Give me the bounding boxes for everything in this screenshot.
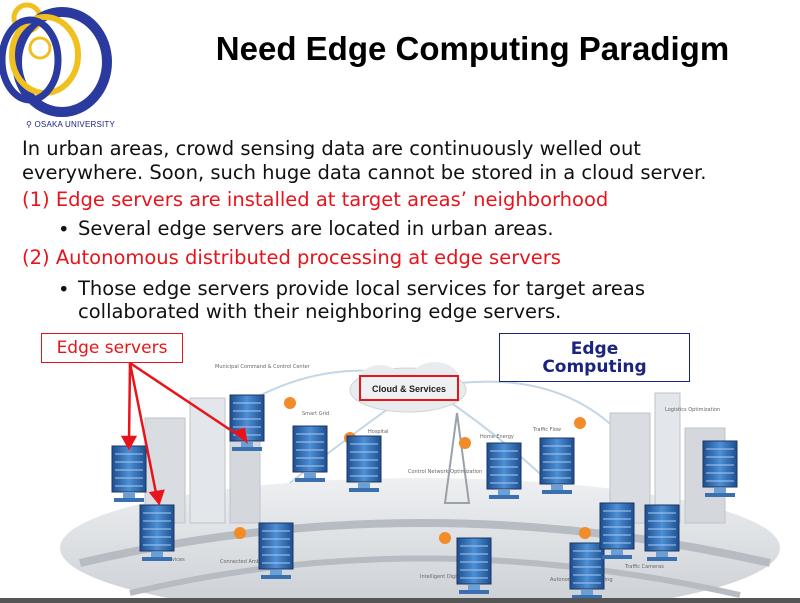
edge-computing-label-line-1: Edge [570, 338, 619, 359]
svg-text:Smart Grid: Smart Grid [302, 411, 329, 417]
intro-line-2: everywhere. Soon, such huge data cannot … [22, 161, 707, 184]
edge-servers-label: Edge servers [41, 333, 183, 363]
svg-text:Hospital: Hospital [368, 429, 388, 435]
svg-text:Connected Ambulance: Connected Ambulance [220, 559, 277, 565]
svg-text:Traffic Flow: Traffic Flow [532, 427, 561, 433]
intro-line-1: In urban areas, crowd sensing data are c… [22, 137, 641, 160]
edge-computing-label: Edge Computing [499, 333, 690, 382]
point-1: (1) Edge servers are installed at target… [22, 188, 609, 211]
bottom-bar [0, 598, 800, 603]
university-name: ⚲ OSAKA UNIVERSITY [26, 120, 116, 129]
point-2-bullet-line-2: collaborated with their neighboring edge… [78, 300, 562, 323]
page-title: Need Edge Computing Paradigm [215, 30, 730, 67]
bullet-1: • [58, 218, 70, 241]
server-icon [292, 425, 328, 483]
point-1-bullet: Several edge servers are located in urba… [78, 217, 554, 240]
edge-computing-label-line-2: Computing [542, 356, 647, 377]
university-icon: ⚲ [26, 120, 35, 129]
cloud-services-label: Cloud & Services [372, 384, 446, 394]
point-2: (2) Autonomous distributed processing at… [22, 246, 561, 269]
server-icon [111, 445, 147, 503]
cloud-services-box [359, 375, 459, 401]
svg-text:Traffic Cameras: Traffic Cameras [624, 564, 664, 570]
svg-text:Municipal Command & Control Ce: Municipal Command & Control Center [215, 364, 311, 370]
edge-servers-arrows [120, 361, 248, 506]
svg-text:Home Energy: Home Energy [480, 434, 514, 440]
svg-text:Logistics Optimization: Logistics Optimization [665, 407, 720, 413]
svg-text:Devices: Devices [165, 557, 185, 563]
svg-text:Control Network Optimization: Control Network Optimization [408, 469, 482, 475]
bullet-2: • [58, 278, 70, 301]
svg-text:Intelligent Digital Signage: Intelligent Digital Signage [420, 574, 485, 580]
osaka-university-logo [0, 2, 112, 117]
edge-computing-illustration: Cloud & Services Municipal Command & Con… [60, 361, 780, 603]
point-2-bullet-line-1: Those edge servers provide local service… [78, 277, 646, 300]
